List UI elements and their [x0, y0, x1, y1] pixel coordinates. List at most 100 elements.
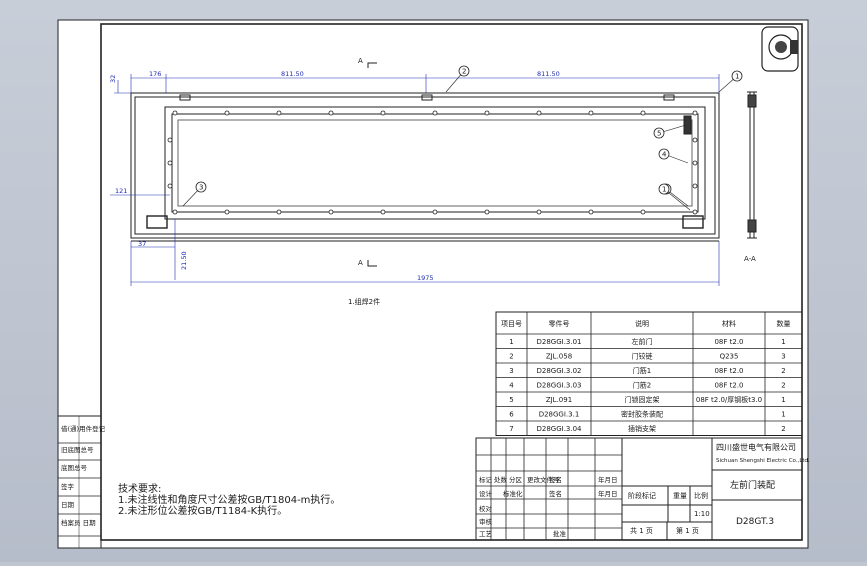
- hole: [276, 110, 282, 116]
- bom-cell: ZJL.058: [546, 353, 572, 361]
- bom-cell: D28GGI.3.02: [536, 367, 581, 375]
- hole: [484, 209, 490, 215]
- dimension-21-50: 21.50: [180, 251, 188, 270]
- company-name: 四川盛世电气有限公司: [716, 442, 796, 452]
- bom-cell: 4: [509, 382, 514, 390]
- bom-cell: 密封胶条装配: [621, 410, 663, 419]
- title-block-label: 标记: [479, 475, 493, 484]
- title-block-label: 工艺: [479, 530, 493, 538]
- hole: [692, 160, 698, 166]
- tech-note-1: 1.未注线性和角度尺寸公差按GB/T1804-m执行。: [118, 493, 340, 506]
- section-view-label: A-A: [744, 255, 756, 263]
- bom-cell: 3: [781, 353, 785, 361]
- bom-cell: 1: [781, 396, 785, 404]
- drawing-number: D28GT.3: [736, 517, 774, 527]
- hole: [484, 110, 490, 116]
- balloon-3-label: 3: [199, 184, 203, 192]
- hole: [432, 209, 438, 215]
- bom-header: 数量: [777, 319, 791, 328]
- bom-cell: 08F t2.0: [714, 367, 743, 375]
- hole: [380, 209, 386, 215]
- bom-cell: 门锁固定架: [625, 395, 660, 404]
- bom-cell: 2: [509, 353, 513, 361]
- bom-cell: D28GGI.3.04: [536, 425, 582, 433]
- hole: [432, 110, 438, 116]
- bom-cell: 08F t2.0/厚钢板t3.0: [696, 395, 762, 404]
- balloon-3: [195, 181, 207, 193]
- weight-label: 重量: [673, 492, 687, 500]
- hole: [172, 209, 178, 215]
- hole: [276, 209, 282, 215]
- bom-cell: 2: [781, 425, 785, 433]
- registration-label: 签字: [61, 482, 75, 491]
- hole: [328, 110, 334, 116]
- title-block-label: 更改文件号: [527, 475, 560, 484]
- bom-cell: 门筋2: [633, 381, 651, 390]
- registration-label: 借(通)用件登记: [61, 424, 106, 433]
- title-block-grid: 标记处数分区更改文件号签名年月日设计标准化签名年月日校对审核工艺批准: [475, 437, 623, 541]
- hole: [167, 137, 173, 143]
- balloon-4-label: 4: [662, 151, 667, 159]
- title-block-label: 审核: [479, 517, 493, 526]
- bom-cell: 08F t2.0: [714, 382, 743, 390]
- title-block-label: 校对: [479, 504, 493, 513]
- bom-header: 项目号: [501, 320, 522, 328]
- hole: [588, 110, 594, 116]
- hole: [380, 110, 386, 116]
- dimension-811-right: 811.50: [537, 70, 560, 78]
- part-balloons: 1234561: [182, 65, 743, 211]
- bom-header: 零件号: [549, 319, 570, 328]
- bom-cell: 1: [781, 338, 785, 346]
- balloon-5-label: 5: [657, 130, 661, 138]
- bom-header: 材料: [722, 319, 736, 328]
- leader-line: [663, 188, 691, 211]
- bom-cell: 1: [509, 338, 513, 346]
- hole: [167, 183, 173, 189]
- balloon-8: [658, 183, 670, 195]
- hole: [588, 209, 594, 215]
- balloon-5: [653, 127, 665, 139]
- bom-cell: 门铰链: [632, 352, 653, 361]
- section-label-bottom: A: [358, 259, 363, 267]
- hole: [692, 183, 698, 189]
- title-block-label: 处数: [494, 475, 508, 484]
- bom-cell: D28GGI.3.01: [536, 338, 581, 346]
- hole: [167, 160, 173, 166]
- company-name-en: Sichuan Shengshi Electric Co.,Ltd.: [716, 458, 810, 464]
- hole: [536, 110, 542, 116]
- hole: [692, 110, 698, 116]
- mounting-holes: [167, 110, 698, 215]
- balloon-1-label: 1: [735, 73, 739, 81]
- balloon-8-label: 1: [662, 186, 666, 194]
- hole: [224, 209, 230, 215]
- section-cut-marks: [367, 62, 377, 267]
- view-note: 1.组焊2件: [348, 297, 380, 306]
- bom-cell: 6: [509, 411, 514, 419]
- title-block-label: 批准: [553, 529, 567, 538]
- bom-cell: D28GGI.3.1: [539, 411, 580, 419]
- dimension-1975: 1975: [417, 274, 434, 282]
- dimension-37: 37: [138, 240, 146, 248]
- hole: [224, 110, 230, 116]
- bom-cell: 2: [781, 382, 785, 390]
- tech-note-2: 2.未注形位公差按GB/T1184-K执行。: [118, 504, 287, 517]
- hole: [172, 110, 178, 116]
- bom-cell: 插销支架: [628, 424, 656, 433]
- hole: [536, 209, 542, 215]
- registration-label: 底图总号: [61, 463, 88, 472]
- drawing-sheet: [57, 19, 809, 549]
- title-block-label: 年月日: [598, 489, 618, 498]
- title-block-label: 年月日: [598, 475, 618, 484]
- balloon-2-label: 2: [462, 68, 466, 76]
- bom-cell: 3: [509, 367, 513, 375]
- hole: [328, 209, 334, 215]
- balloon-2: [458, 65, 470, 77]
- registration-label: 旧底图总号: [61, 445, 94, 454]
- dimension-176: 176: [149, 70, 161, 78]
- title-block-label: 设计: [479, 489, 493, 498]
- tech-notes-heading: 技术要求:: [118, 482, 161, 495]
